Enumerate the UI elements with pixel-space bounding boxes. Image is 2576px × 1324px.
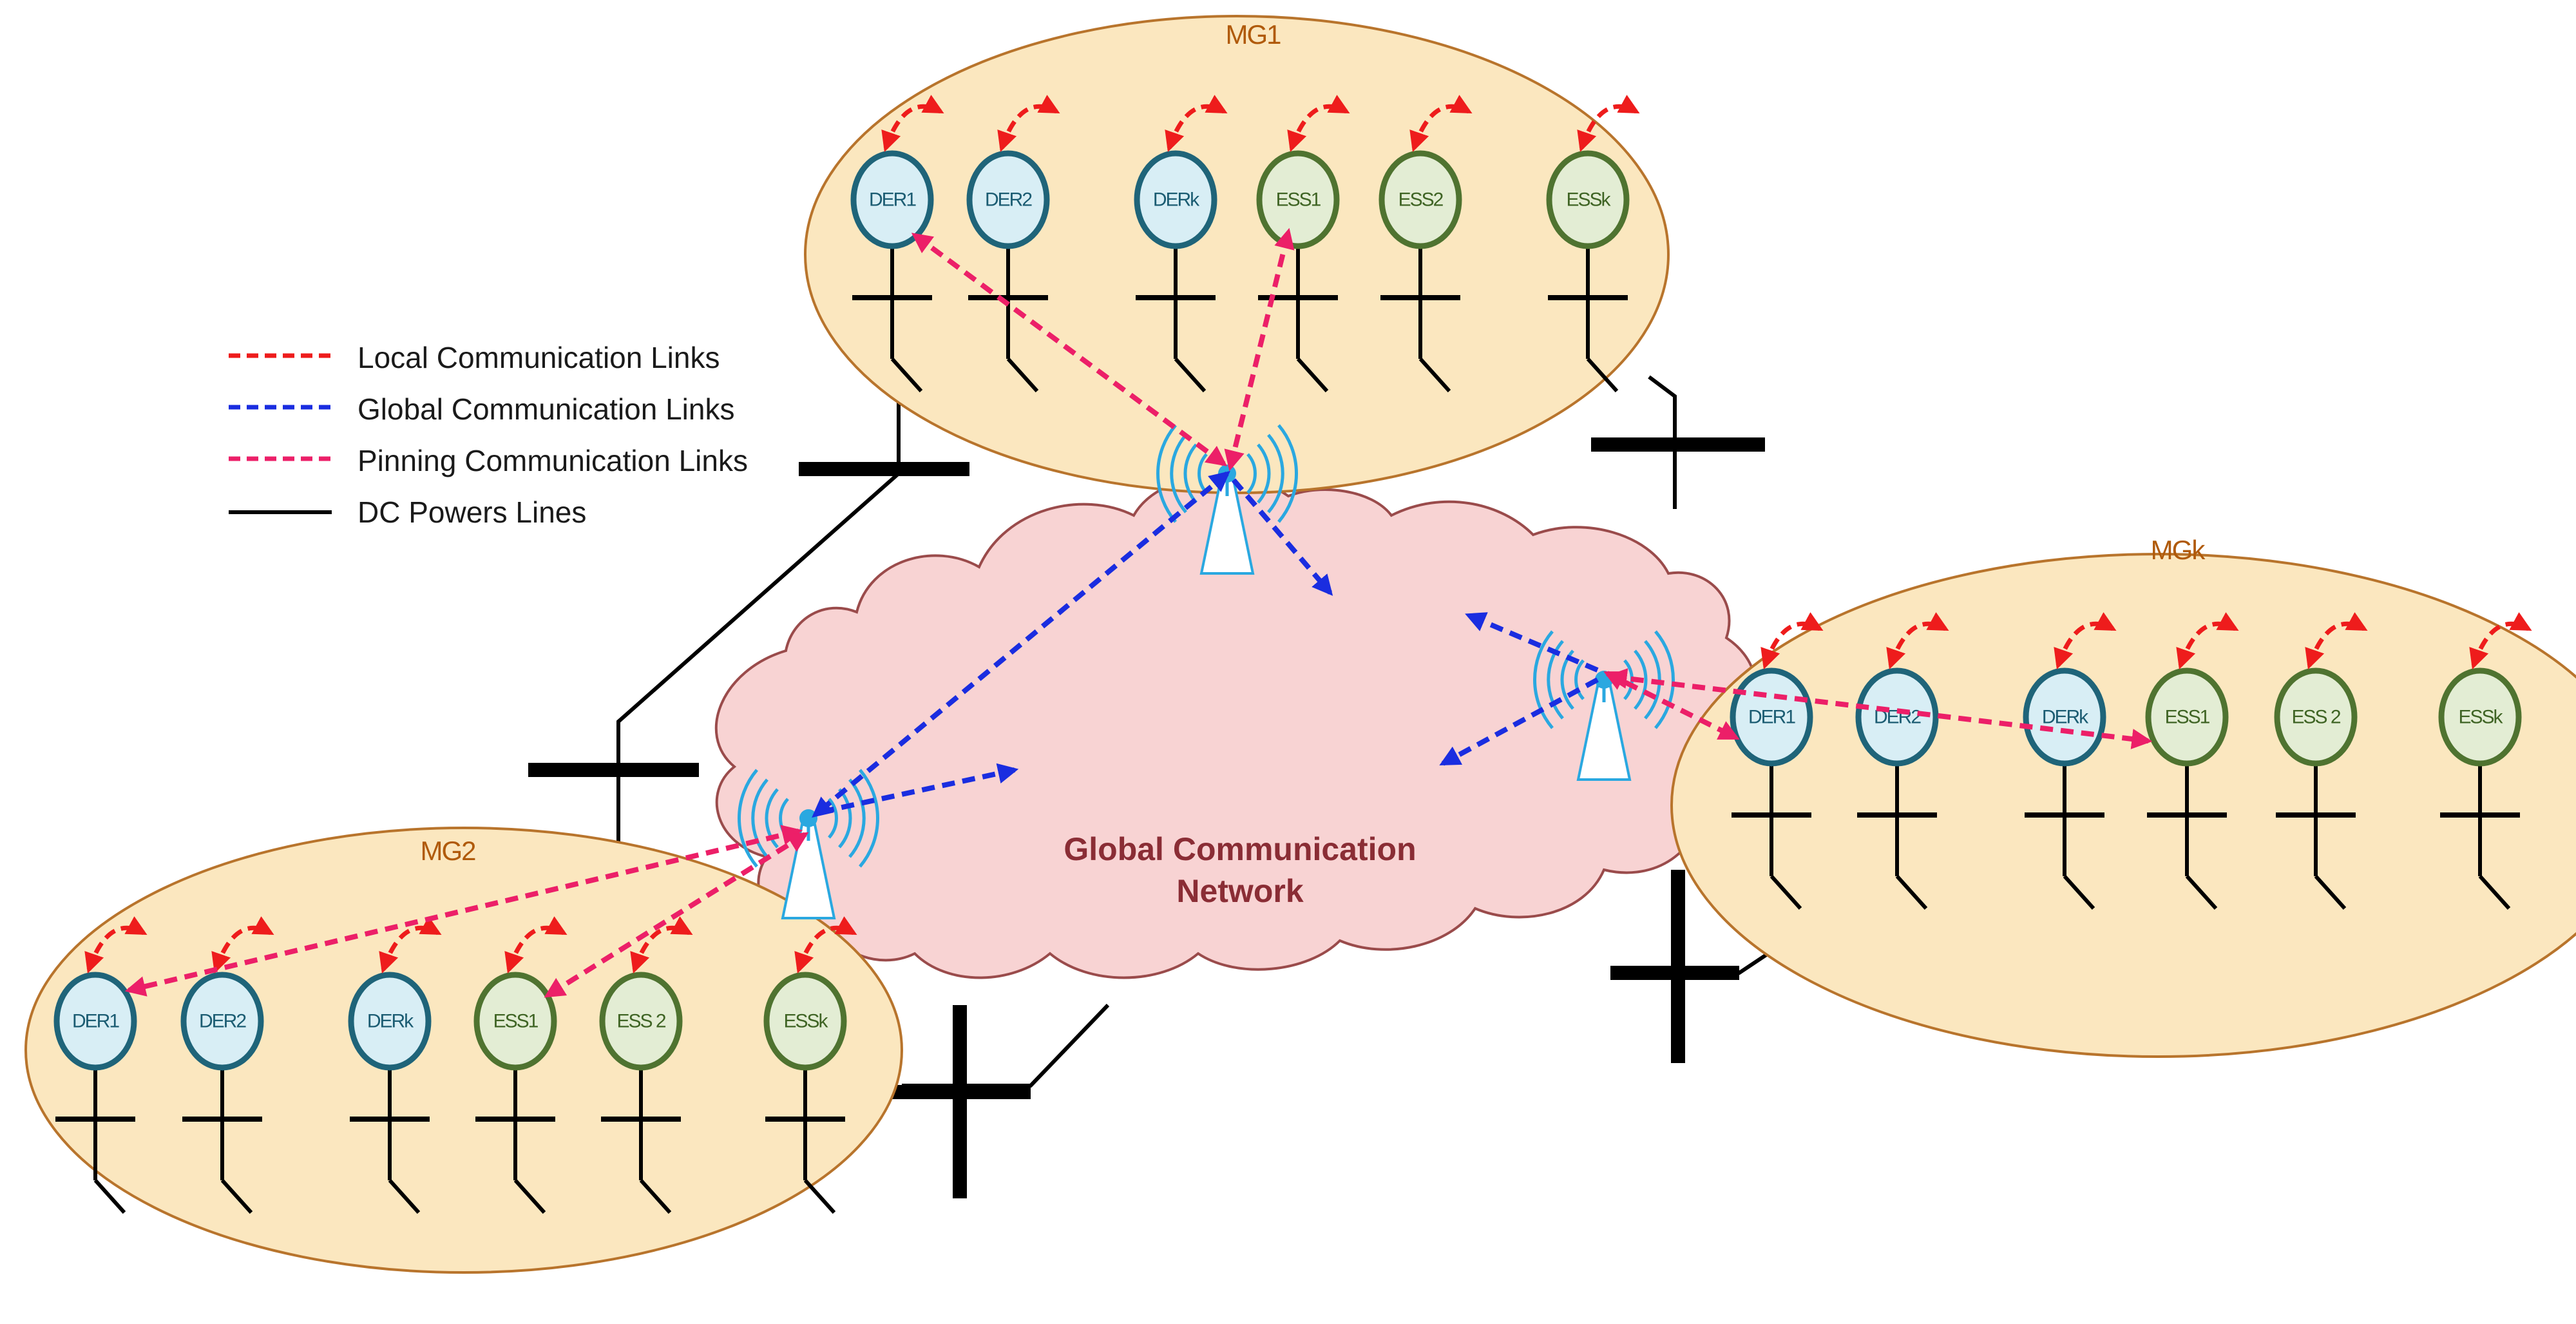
legend-item-dc: DC Powers Lines [229,495,586,529]
node-leg [388,1178,421,1214]
mgk-node-5: ESSk [2438,667,2522,910]
node-label: ESSk [783,1011,828,1032]
node-leg [2478,874,2511,910]
mg2-local-link-5 [794,916,857,974]
mg1-ellipse [804,15,1670,494]
mg1-local-link-0 [881,95,944,152]
ess-node-circle [2438,667,2522,767]
node-leg [2063,874,2095,910]
node-label: DER2 [199,1011,246,1032]
mg2-node-5: ESSk [763,972,847,1214]
global-link-mg1-cloud [1231,478,1333,596]
mg2-label: MG2 [420,836,475,866]
mg1-local-link-3 [1287,95,1350,152]
svg-text:Global Communication Links: Global Communication Links [358,392,735,426]
node-label: DER1 [869,189,916,211]
node-leg [93,1178,126,1214]
node-label: DER2 [985,189,1032,211]
mg1-label: MG1 [1225,19,1281,50]
mg1-group: MG1 [804,15,1670,494]
node-label: DER1 [1748,707,1795,728]
mgk-node-4: ESS 2 [2274,667,2358,910]
mg2-local-link-0 [84,916,148,974]
dc-power-lines [528,375,1798,1198]
node-leg [513,1178,546,1214]
node-leg [1296,357,1329,393]
ess-node-circle [1256,150,1340,249]
mgk-group: MGk [1670,535,2576,1058]
node-label: DERk [1153,189,1200,211]
mgk-local-link-5 [2469,612,2532,669]
pinning-communication-links [124,227,2153,998]
node-label: DER1 [72,1011,119,1032]
global-link-mgk-cloud-down [1439,677,1599,766]
mg2-node-2: DERk [348,972,432,1214]
legend-item-global: Global Communication Links [229,392,735,426]
node-label: ESS1 [493,1011,539,1032]
mg1-node-5: ESSk [1546,150,1630,393]
node-label: ESS 2 [616,1011,665,1032]
mgk-ellipse [1670,553,2576,1058]
node-leg [220,1178,253,1214]
der-node-circle [53,972,137,1071]
node-leg [1586,357,1619,393]
legend: Local Communication Links Global Communi… [229,341,748,529]
mg2-node-0: DER1 [53,972,137,1214]
node-label: ESSk [1566,189,1611,211]
mgk-node-3: ESS1 [2145,667,2229,910]
dc-line-mg1-mg2 [616,393,901,844]
global-link-mg1-mg2 [812,470,1230,818]
ess-node-circle [1379,150,1462,249]
mgk-local-link-1 [1886,612,1949,669]
node-label: ESS 2 [2291,707,2340,728]
legend-item-pinning: Pinning Communication Links [229,444,748,477]
node-label: ESSk [2458,707,2503,728]
node-leg [803,1178,836,1214]
svg-text:Local Communication Links: Local Communication Links [358,341,720,374]
legend-item-local: Local Communication Links [229,341,720,374]
mg1-local-link-1 [997,95,1060,152]
node-leg [1770,874,1802,910]
dc-line-mg1-mgk [1648,375,1677,509]
node-leg [2314,874,2347,910]
der-node-circle [850,150,934,249]
node-label: ESS2 [1398,189,1444,211]
pin-mg1-der1 [911,233,1228,466]
node-label: ESS1 [2165,707,2210,728]
node-leg [639,1178,672,1214]
mg1-node-3: ESS1 [1256,150,1340,393]
node-leg [2185,874,2218,910]
node-leg [1895,874,1928,910]
svg-text:DC Powers Lines: DC Powers Lines [358,495,586,529]
mgk-label: MGk [2151,535,2206,565]
node-label: ESS1 [1276,189,1321,211]
dc-line-mg2-cloud [902,1003,1110,1088]
global-link-mgk-cloud-up [1465,612,1599,673]
mg1-local-link-5 [1577,95,1640,152]
network-label-line1: Global Communication [1064,831,1416,867]
mg2-group: MG2 [24,827,903,1274]
mg1-node-0: DER1 [850,150,934,393]
global-link-mg2-cloud [821,763,1019,814]
node-leg [1418,357,1451,393]
pin-mg2-ess1 [544,832,809,998]
mgk-local-link-4 [2305,612,2368,669]
mgk-local-link-3 [2176,612,2239,669]
network-label-line2: Network [1176,873,1303,909]
svg-text:Pinning Communication Links: Pinning Communication Links [358,444,748,477]
pin-mgk-ess1 [1606,668,2153,749]
mg1-local-link-2 [1165,95,1228,152]
mg1-node-4: ESS2 [1379,150,1462,393]
mgk-local-link-2 [2054,612,2117,669]
mgk-local-link-0 [1760,612,1824,669]
mg1-local-link-4 [1409,95,1473,152]
node-label: DERk [2042,707,2089,728]
global-communication-links [812,470,1599,818]
mg2-ellipse [24,827,903,1274]
ess-node-circle [1546,150,1630,249]
node-label: DERk [367,1011,414,1032]
ess-node-circle [2274,667,2358,767]
